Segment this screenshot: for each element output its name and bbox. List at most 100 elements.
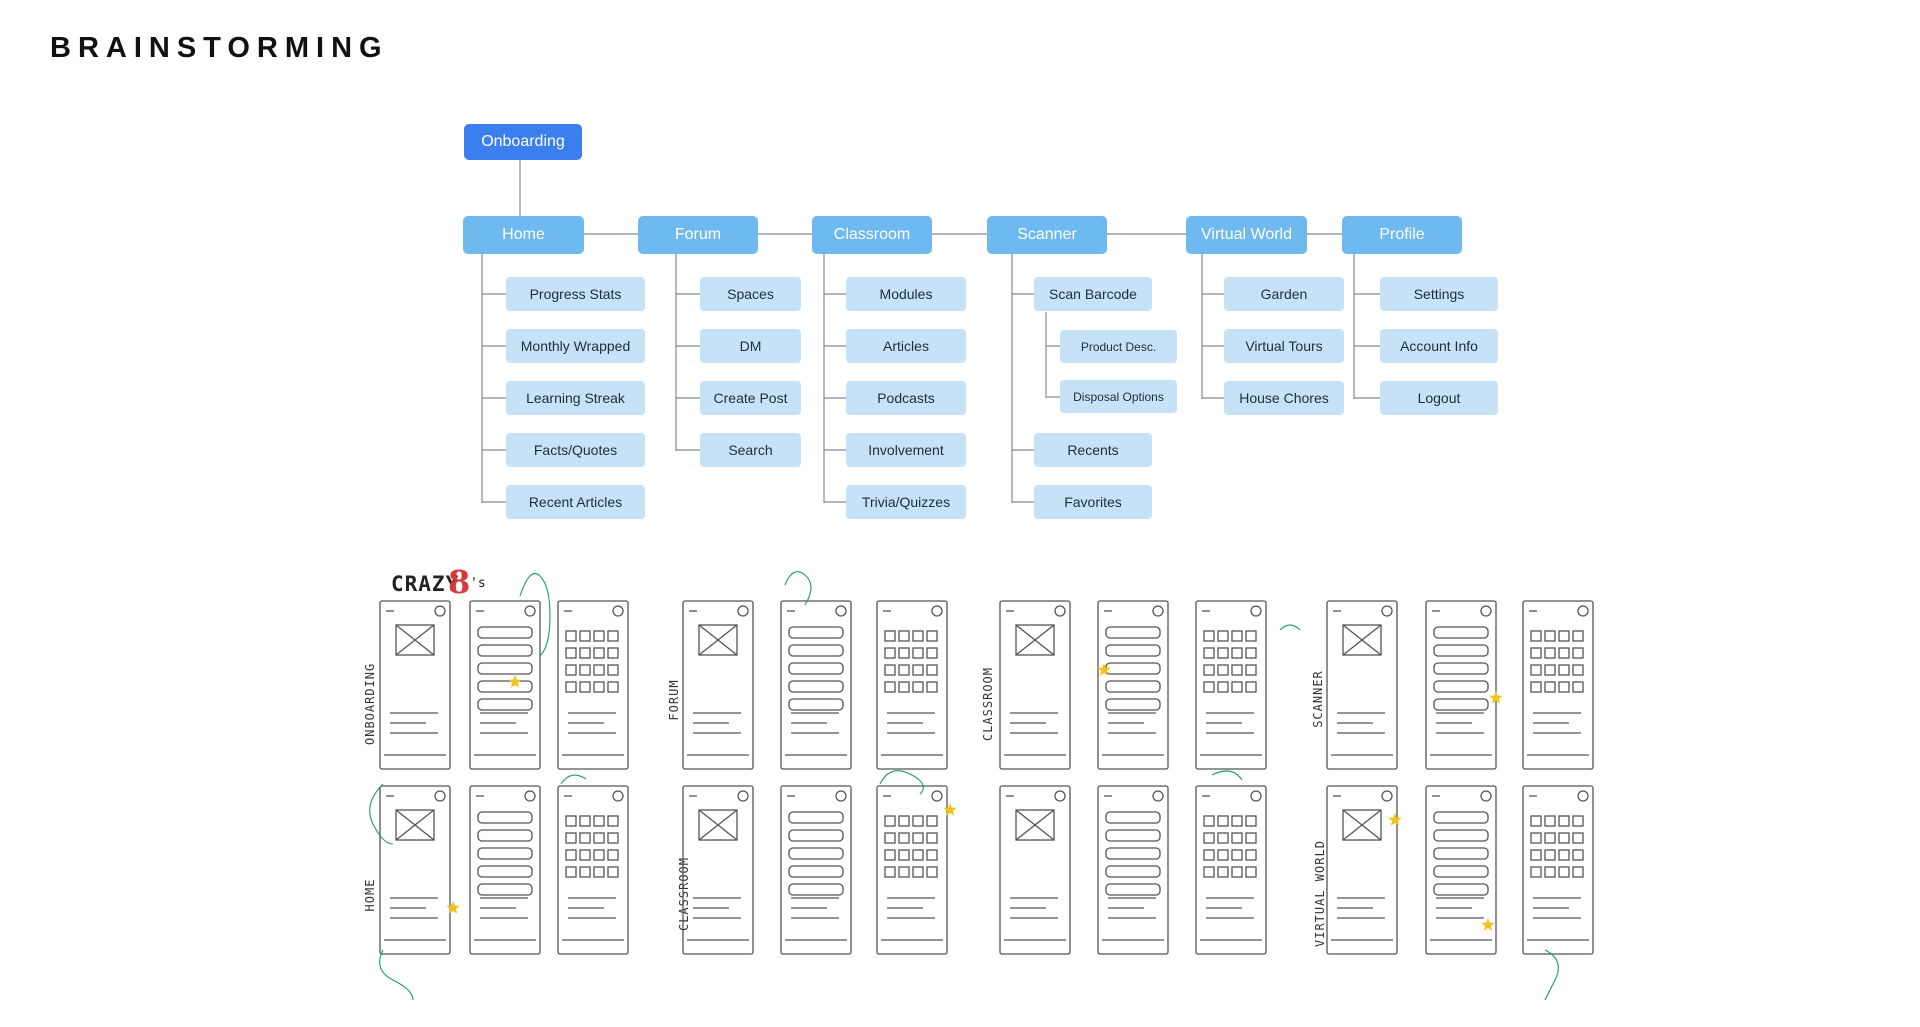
grid-cell bbox=[884, 630, 896, 642]
phone-sketch bbox=[1425, 785, 1497, 955]
close-mark bbox=[434, 790, 446, 802]
grid-cell bbox=[1217, 815, 1229, 827]
profile-account-info[interactable]: Account Info bbox=[1380, 329, 1498, 363]
forum-dm[interactable]: DM bbox=[700, 329, 801, 363]
section-forum[interactable]: Forum bbox=[638, 216, 758, 254]
image-cross bbox=[1015, 624, 1055, 656]
home-monthly-wrapped[interactable]: Monthly Wrapped bbox=[506, 329, 645, 363]
grid-cell bbox=[1572, 832, 1584, 844]
classroom-podcasts[interactable]: Podcasts bbox=[846, 381, 966, 415]
grid-cell bbox=[1203, 815, 1215, 827]
classroom-modules[interactable]: Modules bbox=[846, 277, 966, 311]
phone-sketch bbox=[1195, 600, 1267, 770]
scanner-recents[interactable]: Recents bbox=[1034, 433, 1152, 467]
grid-cell bbox=[1231, 664, 1243, 676]
close-mark bbox=[1054, 790, 1066, 802]
close-mark bbox=[1577, 790, 1589, 802]
profile-logout[interactable]: Logout bbox=[1380, 381, 1498, 415]
close-mark bbox=[1480, 605, 1492, 617]
scanner-disposal-options[interactable]: Disposal Options bbox=[1060, 380, 1177, 413]
list-row bbox=[1105, 680, 1161, 693]
section-scanner[interactable]: Scanner bbox=[987, 216, 1107, 254]
grid-cell bbox=[1245, 647, 1257, 659]
grid-cell bbox=[898, 832, 910, 844]
home-progress-stats[interactable]: Progress Stats bbox=[506, 277, 645, 311]
star-highlight bbox=[1481, 918, 1495, 931]
image-cross bbox=[698, 809, 738, 841]
grid-cell bbox=[1572, 664, 1584, 676]
list-row bbox=[1433, 829, 1489, 842]
phone-sketch bbox=[557, 600, 629, 770]
phone-sketch bbox=[1326, 785, 1398, 955]
list-row bbox=[477, 644, 533, 657]
close-mark bbox=[1480, 790, 1492, 802]
phone-frame bbox=[780, 785, 852, 955]
section-profile[interactable]: Profile bbox=[1342, 216, 1462, 254]
grid-cell bbox=[1217, 849, 1229, 861]
section-virtual-world[interactable]: Virtual World bbox=[1186, 216, 1307, 254]
close-mark bbox=[931, 790, 943, 802]
phone-frame bbox=[682, 785, 754, 955]
scanner-product-desc[interactable]: Product Desc. bbox=[1060, 330, 1177, 363]
phone-sketch bbox=[1522, 600, 1594, 770]
grid-cell bbox=[926, 832, 938, 844]
grid-cell bbox=[1558, 681, 1570, 693]
classroom-trivia-quizzes[interactable]: Trivia/Quizzes bbox=[846, 485, 966, 519]
root-node[interactable]: Onboarding bbox=[464, 124, 582, 160]
phone-frame bbox=[780, 600, 852, 770]
section-home[interactable]: Home bbox=[463, 216, 584, 254]
grid-cell bbox=[898, 681, 910, 693]
image-cross bbox=[1342, 624, 1382, 656]
grid-cell bbox=[579, 630, 591, 642]
home-facts-quotes[interactable]: Facts/Quotes bbox=[506, 433, 645, 467]
phone-sketch bbox=[999, 785, 1071, 955]
grid-cell bbox=[565, 647, 577, 659]
grid-cell bbox=[1544, 849, 1556, 861]
virtual-world-house-chores[interactable]: House Chores bbox=[1224, 381, 1344, 415]
image-cross bbox=[1342, 809, 1382, 841]
virtual-world-garden[interactable]: Garden bbox=[1224, 277, 1344, 311]
list-row bbox=[477, 698, 533, 711]
forum-create-post[interactable]: Create Post bbox=[700, 381, 801, 415]
scanner-scan-barcode[interactable]: Scan Barcode bbox=[1034, 277, 1152, 311]
phone-sketch bbox=[1425, 600, 1497, 770]
annotation-stroke bbox=[369, 783, 394, 845]
list-row bbox=[1433, 698, 1489, 711]
image-placeholder bbox=[698, 809, 738, 841]
grid-cell bbox=[593, 832, 605, 844]
phone-sketch bbox=[999, 600, 1071, 770]
grid-cell bbox=[1203, 866, 1215, 878]
star-highlight bbox=[1097, 663, 1111, 676]
grid-cell bbox=[565, 815, 577, 827]
scanner-favorites[interactable]: Favorites bbox=[1034, 485, 1152, 519]
virtual-world-virtual-tours[interactable]: Virtual Tours bbox=[1224, 329, 1344, 363]
section-classroom[interactable]: Classroom bbox=[812, 216, 932, 254]
grid-cell bbox=[912, 832, 924, 844]
forum-search[interactable]: Search bbox=[700, 433, 801, 467]
grid-cell bbox=[565, 630, 577, 642]
close-mark bbox=[1152, 605, 1164, 617]
close-mark bbox=[434, 605, 446, 617]
home-recent-articles[interactable]: Recent Articles bbox=[506, 485, 645, 519]
annotation-stroke bbox=[560, 774, 587, 785]
list-row bbox=[1433, 847, 1489, 860]
annotation-stroke bbox=[1544, 949, 1559, 1001]
highlight-stars bbox=[446, 663, 1503, 931]
grid-cell bbox=[607, 647, 619, 659]
classroom-articles[interactable]: Articles bbox=[846, 329, 966, 363]
close-mark bbox=[524, 790, 536, 802]
grid-cell bbox=[1231, 849, 1243, 861]
forum-spaces[interactable]: Spaces bbox=[700, 277, 801, 311]
grid-cell bbox=[912, 630, 924, 642]
image-cross bbox=[698, 624, 738, 656]
list-row bbox=[788, 680, 844, 693]
classroom-involvement[interactable]: Involvement bbox=[846, 433, 966, 467]
grid-cell bbox=[912, 664, 924, 676]
grid-cell bbox=[593, 630, 605, 642]
phone-frame bbox=[999, 600, 1071, 770]
profile-settings[interactable]: Settings bbox=[1380, 277, 1498, 311]
grid-cell bbox=[1217, 866, 1229, 878]
grid-cell bbox=[1544, 647, 1556, 659]
home-learning-streak[interactable]: Learning Streak bbox=[506, 381, 645, 415]
grid-cell bbox=[579, 664, 591, 676]
